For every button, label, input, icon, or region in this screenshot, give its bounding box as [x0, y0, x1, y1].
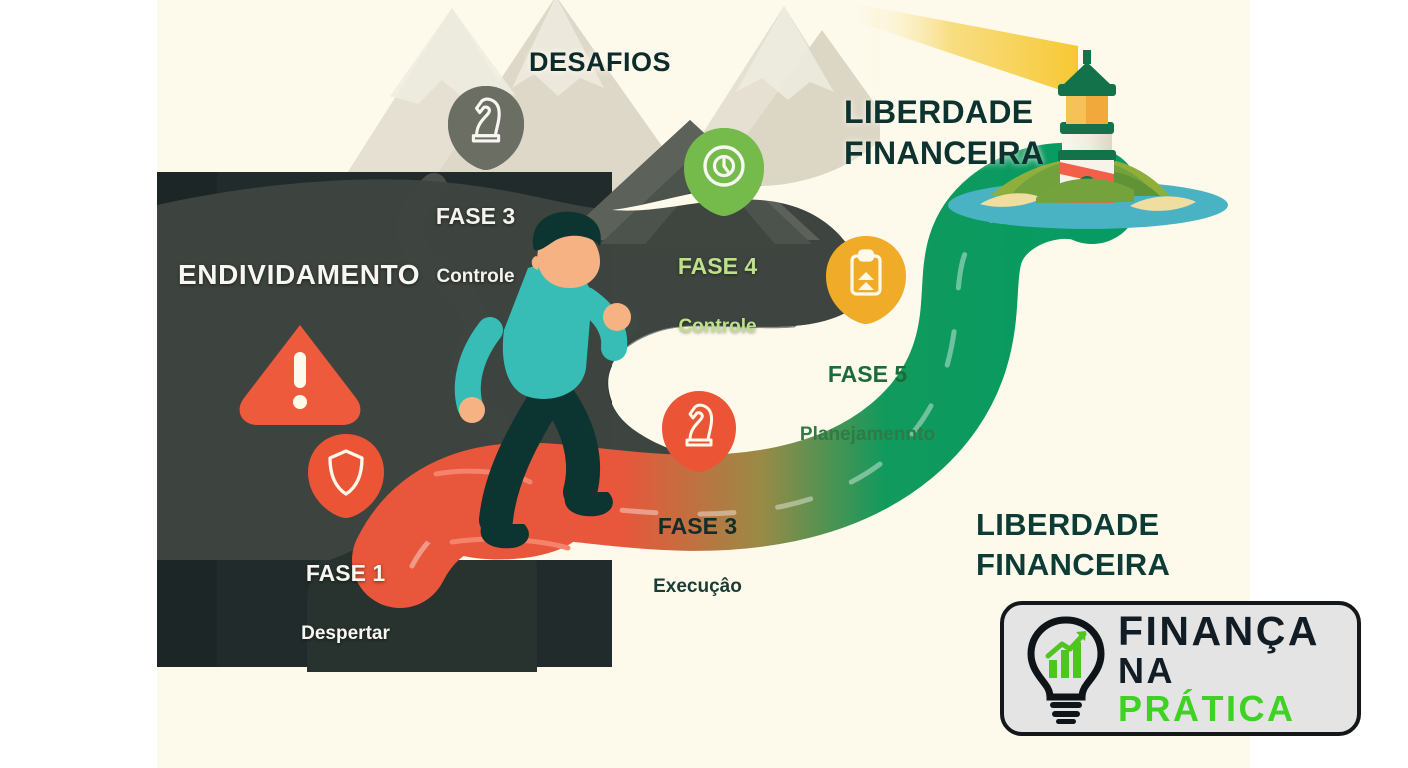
- label-endividamento: ENDIVIDAMENTO: [178, 259, 421, 290]
- phase-label-fase-5-planejamennto: FASE 5 Planejamennto: [770, 326, 965, 483]
- label-desafios: DESAFIOS: [529, 47, 672, 77]
- phase-label-fase-3-execucao: FASE 3 Execuçâo: [600, 478, 795, 635]
- label-liberdade-financeira-bottom: LIBERDADE FINANCEIRA: [976, 505, 1170, 586]
- phase-title: FASE 3: [435, 203, 516, 229]
- liberdade-top-line1: LIBERDADE: [844, 94, 1034, 130]
- phase-title: FASE 5: [827, 361, 908, 387]
- warning-triangle-icon-fg: [239, 325, 361, 425]
- phase-title: FASE 1: [305, 560, 386, 586]
- logo-na: NA: [1118, 649, 1174, 691]
- phase-subtitle: Execuçâo: [653, 575, 742, 597]
- phase-subtitle: Controle: [436, 265, 515, 287]
- label-liberdade-financeira-top: LIBERDADE FINANCEIRA: [844, 92, 1044, 174]
- phase-subtitle: Despertar: [301, 622, 390, 644]
- phase-label-fase-4-controle: FASE 4 Controle: [620, 218, 815, 375]
- phase-subtitle: Controle: [678, 315, 757, 337]
- phase-title: FASE 4: [677, 253, 758, 279]
- liberdade-bottom-line1: LIBERDADE: [976, 507, 1160, 542]
- liberdade-top-line2: FINANCEIRA: [844, 134, 1045, 171]
- phase-label-fase-1-despertar: FASE 1 Despertar: [248, 525, 443, 682]
- logo-line-2: NA PRÁTICA: [1118, 649, 1357, 729]
- phase-subtitle: Planejamennto: [799, 423, 936, 445]
- phase-title: FASE 3: [657, 513, 738, 539]
- liberdade-bottom-line2: FINANCEIRA: [976, 547, 1171, 583]
- phase-label-fase-3-controle: FASE 3 Controle: [378, 168, 573, 325]
- logo-line-1: FINANÇA: [1118, 607, 1320, 654]
- lightbulb-bar-chart-icon: [1027, 615, 1105, 724]
- logo-pratica: PRÁTICA: [1118, 687, 1296, 729]
- brand-logo: FINANÇA NA PRÁTICA: [1000, 601, 1361, 736]
